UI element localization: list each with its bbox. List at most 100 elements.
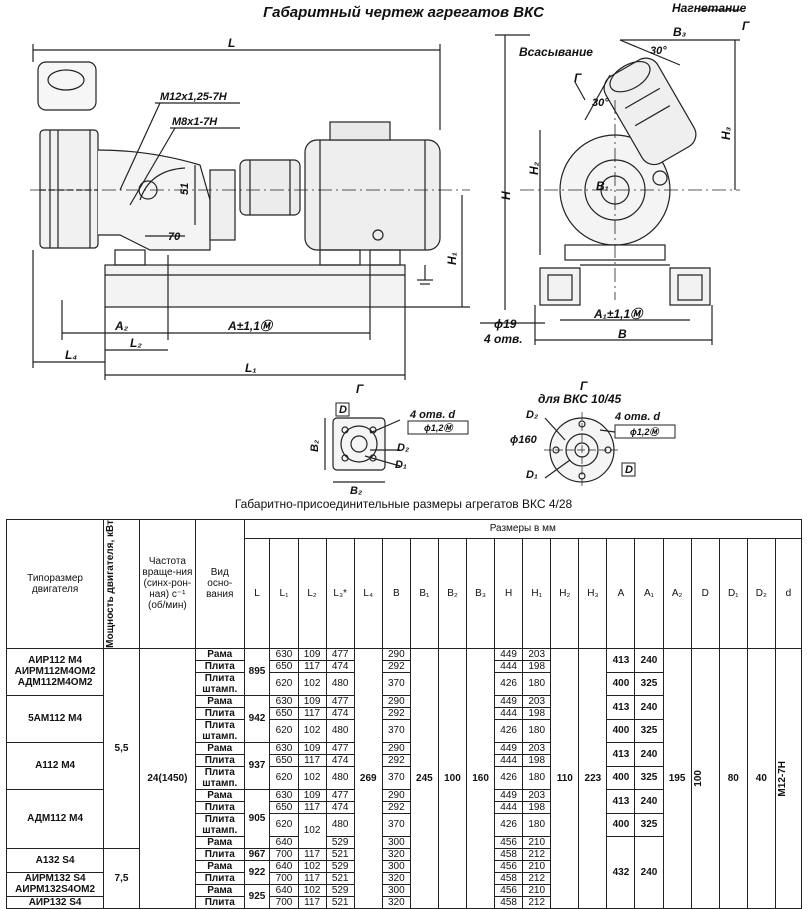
base-cell: Рама	[194, 835, 245, 849]
flange-D-label: D	[339, 404, 347, 416]
tolerance-left: ϕ1,2Ⓜ	[424, 423, 454, 433]
frequency-cell: 24(1450)	[138, 647, 196, 909]
A1-cell: 325	[634, 671, 664, 696]
dim-H: H	[499, 191, 513, 200]
shared-D1: 80	[718, 647, 748, 909]
cell: 630	[269, 694, 299, 708]
flange-B2-horizontal: B₂	[350, 485, 362, 497]
cell: 102	[297, 671, 327, 696]
base-cell: Плита	[194, 800, 245, 814]
dim-A1: A₁±1,1Ⓜ	[593, 307, 644, 321]
motor-cell: АИР132 S4	[5, 895, 105, 909]
col-H3: H₃	[578, 537, 608, 649]
cell: 212	[522, 847, 552, 861]
drawing-title: Габаритный чертеж агрегатов ВКС	[263, 4, 544, 21]
base-cell: Плита	[194, 895, 245, 909]
cell: 370	[381, 765, 411, 790]
dim-H1: H₁	[445, 252, 459, 265]
view-g-arrow-right: Г	[742, 19, 750, 33]
cell: 198	[522, 800, 552, 814]
cell: 456	[494, 859, 524, 873]
header-power: Мощность двигателя, кВт	[103, 519, 140, 649]
dim-51: 51	[179, 183, 191, 195]
base-cell: Рама	[194, 883, 245, 897]
cell: 117	[297, 847, 327, 861]
col-D1: D₁	[718, 537, 748, 649]
col-A2: A₂	[662, 537, 692, 649]
A-cell: 432	[606, 835, 636, 909]
shared-d-wrap: M12-7H	[774, 647, 803, 909]
thread-m12-label: M12x1,25-7H	[160, 91, 228, 103]
base-cell: Рама	[194, 788, 245, 802]
cell: 426	[494, 765, 524, 790]
suction-label: Всасывание	[519, 45, 593, 59]
cell: 529	[325, 883, 355, 897]
table-caption: Габаритно-присоединительные размеры агре…	[234, 497, 573, 511]
A1-cell: 325	[634, 765, 664, 790]
cell: 449	[494, 647, 524, 661]
angle-30-top: 30°	[650, 45, 667, 57]
dim-B1: B₁	[596, 179, 609, 193]
cell: 480	[325, 671, 355, 696]
cell: 102	[297, 765, 327, 790]
cell: 620	[269, 812, 299, 837]
col-D: D	[690, 537, 720, 649]
cell: 426	[494, 671, 524, 696]
cell: 180	[522, 812, 552, 837]
base-cell: Плита штамп.	[194, 765, 245, 790]
col-A: A	[606, 537, 636, 649]
holes-4d-left: 4 отв. d	[409, 409, 455, 421]
cell: 370	[381, 812, 411, 837]
shared-d: M12-7H	[776, 760, 788, 797]
col-L3: L₃*	[325, 537, 355, 649]
cell: 109	[297, 788, 327, 802]
cell: 474	[325, 706, 355, 720]
A-cell: 400	[606, 718, 636, 743]
cell: 620	[269, 765, 299, 790]
dim-H2: H₂	[527, 161, 541, 175]
cell: 292	[381, 800, 411, 814]
cell: 620	[269, 671, 299, 696]
cell: 203	[522, 788, 552, 802]
header-power-text: Мощность двигателя, кВт	[105, 520, 117, 648]
cell: 292	[381, 706, 411, 720]
L-cell: 895	[243, 647, 271, 696]
dim-d19: ϕ19	[494, 317, 517, 331]
cell: 117	[297, 871, 327, 885]
cell: 300	[381, 883, 411, 897]
cell: 102	[297, 812, 327, 849]
cell: 444	[494, 753, 524, 767]
cell: 630	[269, 788, 299, 802]
L-cell: 922	[243, 859, 271, 885]
cell: 477	[325, 741, 355, 755]
cell: 630	[269, 741, 299, 755]
cell: 650	[269, 659, 299, 673]
cell: 290	[381, 647, 411, 661]
col-L1: L₁	[269, 537, 299, 649]
dim-L1: L₁	[245, 361, 257, 375]
cell: 640	[269, 835, 299, 849]
A1-cell: 240	[634, 741, 664, 767]
shared-A2: 195	[662, 647, 692, 909]
flange-B2-vertical: B₂	[309, 440, 321, 452]
col-B: B	[381, 537, 411, 649]
cell: 444	[494, 800, 524, 814]
cell: 117	[297, 706, 327, 720]
dim-70: 70	[168, 231, 181, 243]
A1-cell: 240	[634, 694, 664, 720]
shared-H2: 110	[550, 647, 580, 909]
cell: 458	[494, 847, 524, 861]
shared-D2: 40	[746, 647, 776, 909]
angle-30-left: 30°	[592, 97, 609, 109]
cell: 444	[494, 706, 524, 720]
cell: 630	[269, 647, 299, 661]
shared-D: 100	[692, 770, 704, 787]
cell: 320	[381, 871, 411, 885]
col-B1: B₁	[409, 537, 439, 649]
cell: 521	[325, 895, 355, 909]
header-base: Вид осно-вания	[194, 519, 245, 649]
cell: 521	[325, 871, 355, 885]
L-cell: 905	[243, 788, 271, 849]
cell: 300	[381, 859, 411, 873]
cell: 474	[325, 800, 355, 814]
